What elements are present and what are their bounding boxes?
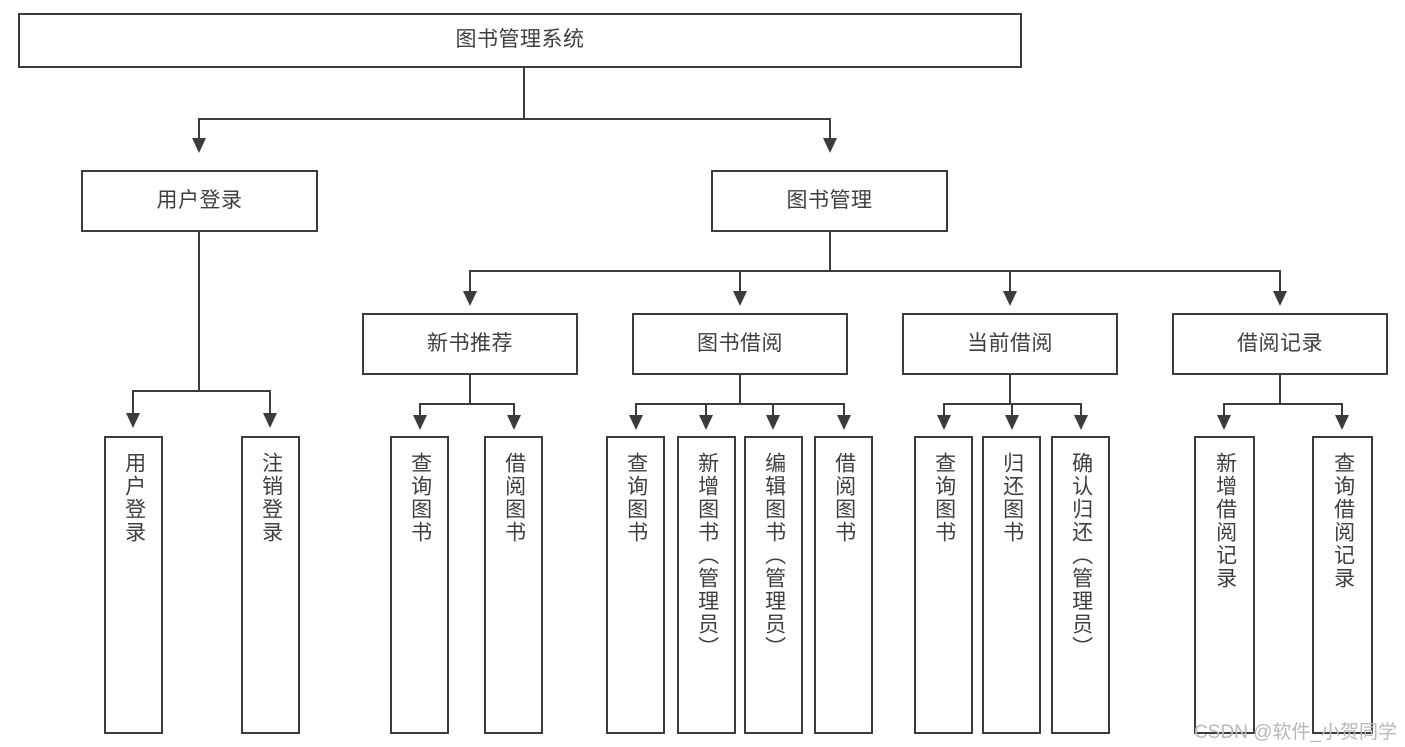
leaf-query-borrow-record[interactable]: 查询借阅记录 bbox=[1312, 436, 1373, 734]
connector-bb-drop-2 bbox=[705, 403, 707, 417]
node-label: 查询借阅记录 bbox=[1331, 452, 1355, 590]
leaf-return-book[interactable]: 归还图书 bbox=[982, 436, 1041, 734]
arrowhead-cb-leaf-1 bbox=[937, 415, 951, 430]
leaf-logout[interactable]: 注销登录 bbox=[241, 436, 300, 734]
arrowhead-cb-leaf-3 bbox=[1074, 415, 1088, 430]
connector-bm-drop-2 bbox=[739, 270, 741, 293]
node-label: 查询图书 bbox=[408, 452, 432, 544]
arrowhead-bb-leaf-1 bbox=[629, 415, 643, 430]
node-user-login[interactable]: 用户登录 bbox=[81, 170, 318, 232]
node-label: 确认归还（管理员） bbox=[1069, 452, 1093, 659]
node-book-borrow[interactable]: 图书借阅 bbox=[632, 313, 848, 375]
connector-br-stem bbox=[1279, 375, 1281, 405]
arrowhead-cb-leaf-2 bbox=[1005, 415, 1019, 430]
connector-nbr-drop-2 bbox=[513, 403, 515, 417]
connector-cb-stem bbox=[1009, 375, 1011, 405]
node-label: 查询图书 bbox=[624, 452, 648, 544]
csdn-watermark: CSDN @软件_小贺同学 bbox=[1194, 722, 1397, 743]
connector-root-drop-2 bbox=[829, 118, 831, 140]
node-label: 注销登录 bbox=[259, 452, 283, 544]
connector-book-management-bus bbox=[469, 270, 1281, 272]
arrowhead-br-leaf-2 bbox=[1335, 415, 1349, 430]
connector-root-bus bbox=[198, 118, 831, 120]
arrowhead-bb-leaf-3 bbox=[766, 415, 780, 430]
arrowhead-to-borrow-record bbox=[1273, 291, 1287, 306]
connector-bb-drop-1 bbox=[635, 403, 637, 417]
connector-br-bus bbox=[1223, 403, 1343, 405]
connector-nbr-bus bbox=[419, 403, 515, 405]
node-label: 新增图书（管理员） bbox=[695, 452, 719, 659]
connector-br-drop-2 bbox=[1341, 403, 1343, 417]
arrowhead-to-new-book-recommend bbox=[463, 291, 477, 306]
connector-bb-bus bbox=[635, 403, 844, 405]
node-label: 借阅图书 bbox=[832, 452, 856, 544]
connector-nbr-drop-1 bbox=[419, 403, 421, 417]
arrowhead-nbr-leaf-2 bbox=[507, 415, 521, 430]
node-label: 用户登录 bbox=[156, 188, 243, 212]
node-label: 新书推荐 bbox=[427, 331, 513, 355]
connector-root-drop-1 bbox=[198, 118, 200, 140]
connector-bm-drop-3 bbox=[1009, 270, 1011, 293]
node-label: 图书管理系统 bbox=[455, 28, 585, 52]
connector-nbr-stem bbox=[469, 375, 471, 405]
arrowhead-br-leaf-1 bbox=[1217, 415, 1231, 430]
node-label: 归还图书 bbox=[1000, 452, 1024, 544]
arrowhead-to-current-borrow bbox=[1003, 291, 1017, 306]
arrowhead-bb-leaf-2 bbox=[699, 415, 713, 430]
connector-book-management-stem bbox=[829, 232, 831, 272]
node-label: 图书借阅 bbox=[697, 331, 783, 355]
node-label: 新增借阅记录 bbox=[1213, 452, 1237, 590]
leaf-confirm-return-admin[interactable]: 确认归还（管理员） bbox=[1051, 436, 1110, 734]
leaf-edit-book-admin[interactable]: 编辑图书（管理员） bbox=[744, 436, 803, 734]
connector-bb-stem bbox=[739, 375, 741, 405]
leaf-borrow-book-nbr[interactable]: 借阅图书 bbox=[484, 436, 543, 734]
arrowhead-nbr-leaf-1 bbox=[413, 415, 427, 430]
connector-bm-drop-4 bbox=[1279, 270, 1281, 293]
arrowhead-leaf-logout bbox=[263, 413, 277, 428]
connector-user-login-bus bbox=[132, 390, 269, 392]
node-book-management[interactable]: 图书管理 bbox=[711, 170, 948, 232]
connector-user-login-drop-1 bbox=[132, 390, 134, 415]
node-label: 图书管理 bbox=[786, 188, 873, 212]
leaf-user-login[interactable]: 用户登录 bbox=[104, 436, 163, 734]
node-current-borrow[interactable]: 当前借阅 bbox=[902, 313, 1118, 375]
node-new-book-recommend[interactable]: 新书推荐 bbox=[362, 313, 578, 375]
arrowhead-to-book-management bbox=[823, 138, 837, 153]
node-label: 用户登录 bbox=[122, 452, 146, 544]
connector-bb-drop-3 bbox=[772, 403, 774, 417]
node-label: 编辑图书（管理员） bbox=[762, 452, 786, 659]
leaf-add-borrow-record[interactable]: 新增借阅记录 bbox=[1194, 436, 1255, 734]
node-borrow-record[interactable]: 借阅记录 bbox=[1172, 313, 1388, 375]
connector-cb-drop-1 bbox=[943, 403, 945, 417]
connector-user-login-drop-2 bbox=[269, 390, 271, 415]
connector-root-stem bbox=[523, 68, 525, 118]
node-label: 查询图书 bbox=[932, 452, 956, 544]
leaf-borrow-book-bb[interactable]: 借阅图书 bbox=[814, 436, 873, 734]
arrowhead-leaf-user-login bbox=[126, 413, 140, 428]
arrowhead-bb-leaf-4 bbox=[837, 415, 851, 430]
node-root-system[interactable]: 图书管理系统 bbox=[18, 13, 1022, 68]
arrowhead-to-user-login bbox=[192, 138, 206, 153]
connector-user-login-stem bbox=[198, 232, 200, 392]
leaf-query-book-cb[interactable]: 查询图书 bbox=[914, 436, 973, 734]
connector-bm-drop-1 bbox=[469, 270, 471, 293]
connector-br-drop-1 bbox=[1223, 403, 1225, 417]
connector-cb-drop-3 bbox=[1080, 403, 1082, 417]
leaf-query-book-bb[interactable]: 查询图书 bbox=[606, 436, 665, 734]
arrowhead-to-book-borrow bbox=[733, 291, 747, 306]
node-label: 借阅图书 bbox=[502, 452, 526, 544]
connector-bb-drop-4 bbox=[843, 403, 845, 417]
leaf-add-book-admin[interactable]: 新增图书（管理员） bbox=[677, 436, 736, 734]
node-label: 当前借阅 bbox=[967, 331, 1053, 355]
connector-cb-drop-2 bbox=[1011, 403, 1013, 417]
node-label: 借阅记录 bbox=[1237, 331, 1323, 355]
leaf-query-book-nbr[interactable]: 查询图书 bbox=[390, 436, 449, 734]
